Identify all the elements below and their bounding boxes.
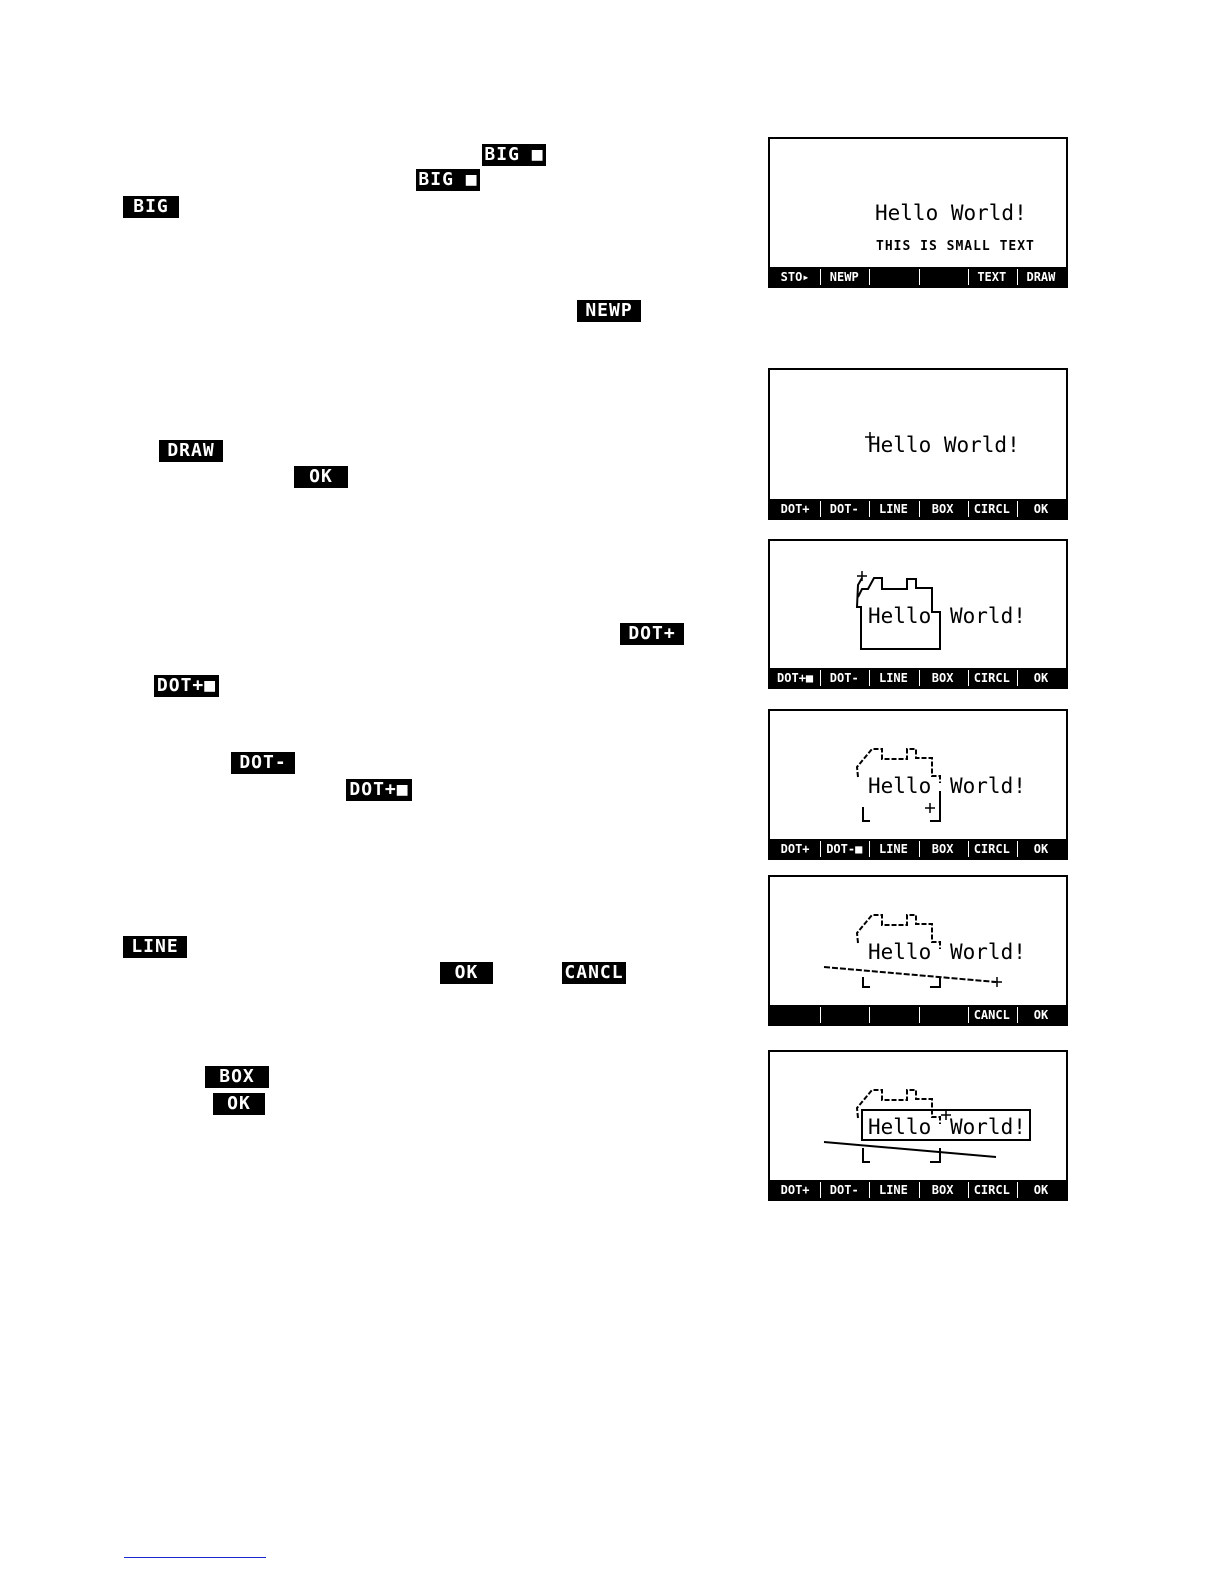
soft-key-5: CIRCL: [967, 670, 1015, 686]
screen-world-text: World!: [950, 940, 1026, 964]
line-key: LINE: [123, 936, 187, 958]
calculator-screen-2: Hello World! DOT+ DOT- LINE BOX CIRCL OK: [768, 368, 1068, 520]
soft-key-2: DOT-: [820, 501, 868, 517]
soft-key-4: [918, 269, 966, 285]
big-key-2: BIG ■: [416, 169, 480, 191]
soft-key-3: [869, 269, 917, 285]
soft-key-2: DOT-: [820, 1182, 868, 1198]
soft-menu-bar: DOT+■ DOT- LINE BOX CIRCL OK: [770, 668, 1066, 687]
soft-key-2: NEWP: [820, 269, 868, 285]
soft-menu-bar: DOT+ DOT- LINE BOX CIRCL OK: [770, 499, 1066, 518]
screen-world-text: World!: [950, 1115, 1026, 1139]
newp-key: NEWP: [577, 300, 641, 322]
draw-key: DRAW: [159, 440, 223, 462]
soft-key-3: LINE: [869, 501, 917, 517]
freehand-dot-path-top: [855, 1089, 941, 1124]
path-remnant-left: [862, 977, 870, 988]
soft-key-1: DOT+■: [772, 670, 819, 686]
screen-hello-text: Hello: [868, 1115, 932, 1139]
screen-big-text: Hello World!: [868, 433, 1020, 457]
soft-menu-bar: CANCL OK: [770, 1005, 1066, 1024]
screen-world-text: World!: [950, 774, 1026, 798]
soft-key-5: CIRCL: [967, 1182, 1015, 1198]
freehand-dot-path: [855, 577, 941, 650]
box-key: BOX: [205, 1066, 269, 1088]
soft-key-4: BOX: [918, 1182, 966, 1198]
screen-big-text: Hello World!: [875, 201, 1027, 225]
soft-key-4: BOX: [918, 670, 966, 686]
ok-key-1: OK: [294, 466, 348, 488]
soft-key-1: DOT+: [772, 501, 819, 517]
soft-key-2: [820, 1007, 868, 1023]
soft-key-6: OK: [1016, 670, 1065, 686]
path-remnant-right: [930, 977, 941, 988]
calculator-screen-6: Hello World! DOT+ DOT- LINE BOX CIRCL OK: [768, 1050, 1068, 1201]
screen-3-drawing: [855, 571, 941, 650]
soft-key-1: DOT+: [772, 841, 819, 857]
soft-key-6: DRAW: [1016, 269, 1065, 285]
soft-key-6: OK: [1016, 501, 1065, 517]
cursor-icon: [865, 432, 875, 442]
erased-path-remnant-right: [930, 791, 941, 822]
soft-key-1: DOT+: [772, 1182, 819, 1198]
soft-key-5: TEXT: [967, 269, 1015, 285]
cursor-icon: [925, 803, 935, 813]
soft-key-2: DOT-: [820, 670, 868, 686]
path-remnant-right: [930, 1148, 941, 1163]
soft-key-4: [918, 1007, 966, 1023]
soft-key-2: DOT-■: [820, 841, 868, 857]
soft-menu-bar: STO▸ NEWP TEXT DRAW: [770, 267, 1066, 286]
cursor-icon: [941, 1110, 951, 1120]
screen-hello-text: Hello: [868, 774, 932, 798]
soft-key-5: CIRCL: [967, 501, 1015, 517]
soft-menu-bar: DOT+ DOT-■ LINE BOX CIRCL OK: [770, 839, 1066, 858]
soft-menu-bar: DOT+ DOT- LINE BOX CIRCL OK: [770, 1180, 1066, 1199]
soft-key-3: LINE: [869, 670, 917, 686]
calculator-screen-3: Hello World! DOT+■ DOT- LINE BOX CIRCL O…: [768, 539, 1068, 689]
soft-key-3: LINE: [869, 1182, 917, 1198]
footnote-divider: [124, 1557, 266, 1558]
calculator-screen-4: Hello World! DOT+ DOT-■ LINE BOX CIRCL O…: [768, 709, 1068, 860]
screen-small-text: THIS IS SMALL TEXT: [876, 239, 1035, 254]
soft-key-6: OK: [1016, 1182, 1065, 1198]
ok-key-2: OK: [440, 962, 493, 984]
soft-key-5: CANCL: [967, 1007, 1015, 1023]
screen-6-drawing: [823, 1089, 1031, 1163]
cancl-key: CANCL: [562, 962, 626, 984]
soft-key-3: [869, 1007, 917, 1023]
soft-key-4: BOX: [918, 501, 966, 517]
freehand-dot-path-top: [855, 914, 941, 949]
dot-minus-key: DOT-: [231, 752, 295, 774]
drawn-line: [823, 1141, 997, 1158]
dot-plus-key: DOT+: [620, 623, 684, 645]
big-key-3: BIG: [123, 196, 179, 218]
screen-2-drawing: [865, 432, 875, 442]
rubber-band-line: [823, 966, 997, 983]
cursor-icon: [992, 977, 1002, 987]
path-remnant-left: [862, 1148, 870, 1163]
big-key-1: BIG ■: [482, 144, 546, 166]
soft-key-4: BOX: [918, 841, 966, 857]
dot-plus-square-key-1: DOT+■: [154, 675, 219, 697]
screen-hello-text: Hello: [868, 604, 932, 628]
screen-world-text: World!: [950, 604, 1026, 628]
soft-key-3: LINE: [869, 841, 917, 857]
screen-4-drawing: [855, 748, 941, 822]
cursor-icon: [857, 571, 867, 581]
screen-5-drawing: [823, 914, 1002, 988]
freehand-dot-path-top: [855, 748, 941, 783]
dot-plus-square-key-2: DOT+■: [346, 779, 412, 801]
ok-key-3: OK: [213, 1093, 265, 1115]
soft-key-1: STO▸: [772, 269, 819, 285]
calculator-screen-5: Hello World! CANCL OK: [768, 875, 1068, 1026]
soft-key-6: OK: [1016, 1007, 1065, 1023]
soft-key-5: CIRCL: [967, 841, 1015, 857]
soft-key-6: OK: [1016, 841, 1065, 857]
soft-key-1: [772, 1007, 819, 1023]
calculator-screen-1: Hello World! THIS IS SMALL TEXT STO▸ NEW…: [768, 137, 1068, 288]
screen-hello-text: Hello: [868, 940, 932, 964]
erased-path-remnant-left: [862, 807, 870, 822]
